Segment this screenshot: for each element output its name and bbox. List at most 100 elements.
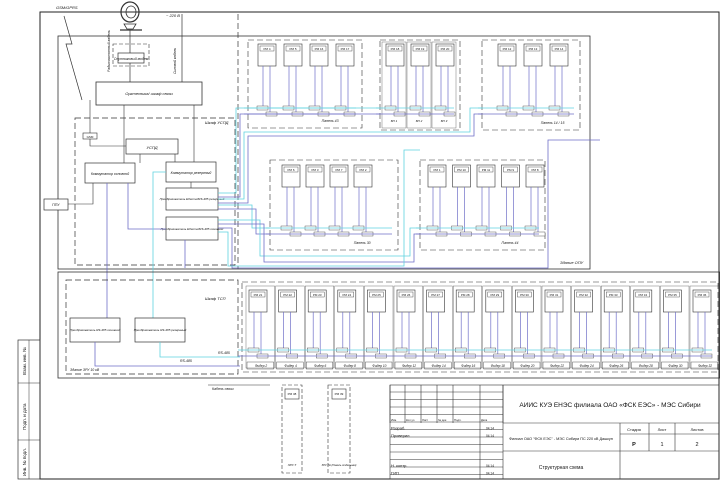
rs485-bus [218, 113, 482, 204]
panel-label: Панель 43 [322, 119, 339, 123]
bus-label: RS-485 [180, 359, 192, 363]
uspd-cabinet-label: Шкаф УСПД [205, 120, 229, 125]
tsp-cabinet-label: Шкаф ТСП [205, 296, 226, 301]
meter-label: PM 2 [359, 168, 366, 172]
rs485-bus [218, 219, 420, 257]
rs485-bus [218, 223, 420, 263]
line-label: ВЛ 1 [391, 119, 398, 123]
rs485-bus [218, 107, 482, 200]
switch-main-label: Коммутатор основной [91, 172, 129, 176]
network-switch-box [95, 81, 203, 106]
title-col-header: Подп. [454, 418, 462, 422]
meter-label: PM 14 [555, 47, 564, 51]
signer-role: ГИП [391, 471, 399, 476]
meter-label: PM 6 [287, 168, 294, 172]
meter-label: PM 10 [457, 168, 466, 172]
tsp-cabinet [65, 279, 239, 375]
meter-label: PM 20 [441, 47, 450, 51]
meter-label: PM 9 [507, 168, 514, 172]
bottom-converter-main [69, 317, 121, 343]
feeder-label: Фидер 2 [255, 364, 267, 368]
signer-date: 04.14 [486, 427, 494, 431]
meter [284, 388, 300, 400]
meter-label: PM 4 [263, 47, 270, 51]
sheet-value: 1 [660, 442, 663, 448]
feeder-label: Фидер 8 [344, 364, 356, 368]
line-label: ВЛ 2 [416, 119, 423, 123]
gsm-label: GSM/GPRS [56, 5, 78, 10]
signer-date: 04.14 [486, 472, 494, 476]
meter [331, 388, 347, 400]
feeder-label: Фидер 14 [432, 364, 446, 368]
meter-label: PM 35 [668, 293, 677, 297]
title-block [389, 384, 720, 480]
building-label: Здание ОПУ [560, 260, 584, 265]
meter-label: PM 31 [550, 293, 559, 297]
organization: Филиал ОАО "ФСК ЕЭС" - МЭС Сибири ПС 220… [509, 437, 613, 441]
power-label: ~ 220 В [166, 13, 180, 18]
feeder-label: Фидер 4 [284, 364, 296, 368]
title-col-header: Дата [481, 418, 488, 422]
panel-label: Панель 30 [354, 241, 371, 245]
switch-reserve-label: Коммутатор резервный [171, 171, 212, 175]
meter-label: PM 22 [283, 293, 292, 297]
switch-main [84, 162, 136, 184]
meter-label: PM 8 [531, 168, 538, 172]
bottom-converter-reserve-label: Преобразователь RS-485 резервный [134, 328, 187, 332]
stage-value: Р [632, 442, 636, 448]
signer-date: 04.14 [486, 434, 494, 438]
stamp-label: Инв. № подл. [22, 448, 27, 476]
feeder-label: Фидер 18 [491, 364, 505, 368]
meter-label: PM 23 [313, 293, 322, 297]
bus-label: RS-485 [218, 351, 230, 355]
rs485-bus [218, 208, 270, 235]
ppu-box [43, 198, 69, 211]
meter-label: PM 38 [288, 392, 297, 396]
opu-building [57, 35, 591, 270]
meter-label: PM 30 [520, 293, 529, 297]
meter-label: PM 27 [431, 293, 440, 297]
bottom-converter-reserve [134, 317, 186, 343]
stamp-label: Подп. и дата [22, 403, 27, 430]
cable-label: Силовой кабель [173, 48, 177, 74]
title-col-header: Изм. [391, 418, 397, 422]
extra-panel-1 [281, 384, 303, 474]
meter-label: PM 5 [289, 47, 296, 51]
feeder-label: Фидер 10 [372, 364, 386, 368]
meter-label: PM 36 [698, 293, 707, 297]
meter-label: PM 21 [254, 293, 263, 297]
meter-label: PM 13 [529, 47, 538, 51]
signer-date: 04.14 [486, 464, 494, 468]
gsm-modem-label: GSM [87, 135, 94, 139]
feeder-label: Фидер 30 [668, 364, 682, 368]
line-label: ВЛ 3 [441, 119, 448, 123]
sheets-label: Листов [691, 427, 704, 432]
meter-label: PM 24 [342, 293, 351, 297]
title-col-header: Лист [422, 418, 429, 422]
panel-label: Панель 14 / 15 [541, 121, 565, 125]
converter-reserve-label: Преобразователь Ethernet/RS-485 резервны… [160, 197, 225, 201]
uspd-box [125, 138, 179, 155]
meter-label: PM 29 [490, 293, 499, 297]
extra-panel-2 [327, 384, 351, 474]
rs485-bus [218, 149, 420, 267]
meter-label: PM 11 [482, 168, 491, 172]
meter-label: PM 28 [461, 293, 470, 297]
radio-link-icon [63, 15, 83, 101]
converter-main [165, 216, 219, 241]
ppu-label: ППУ [52, 203, 60, 207]
uspd-cabinet [74, 117, 236, 266]
uspd-label: УСПД [146, 145, 157, 150]
signer-role: Разраб. [391, 426, 405, 431]
meter-label: PM 7 [335, 168, 342, 172]
meter-label: PM 25 [372, 293, 381, 297]
feeder-label: Фидер 20 [520, 364, 534, 368]
meter-label: PM 16 [315, 47, 324, 51]
meter-label: PM 3 [311, 168, 318, 172]
panel-label: ЗРУ-Т [288, 463, 298, 467]
